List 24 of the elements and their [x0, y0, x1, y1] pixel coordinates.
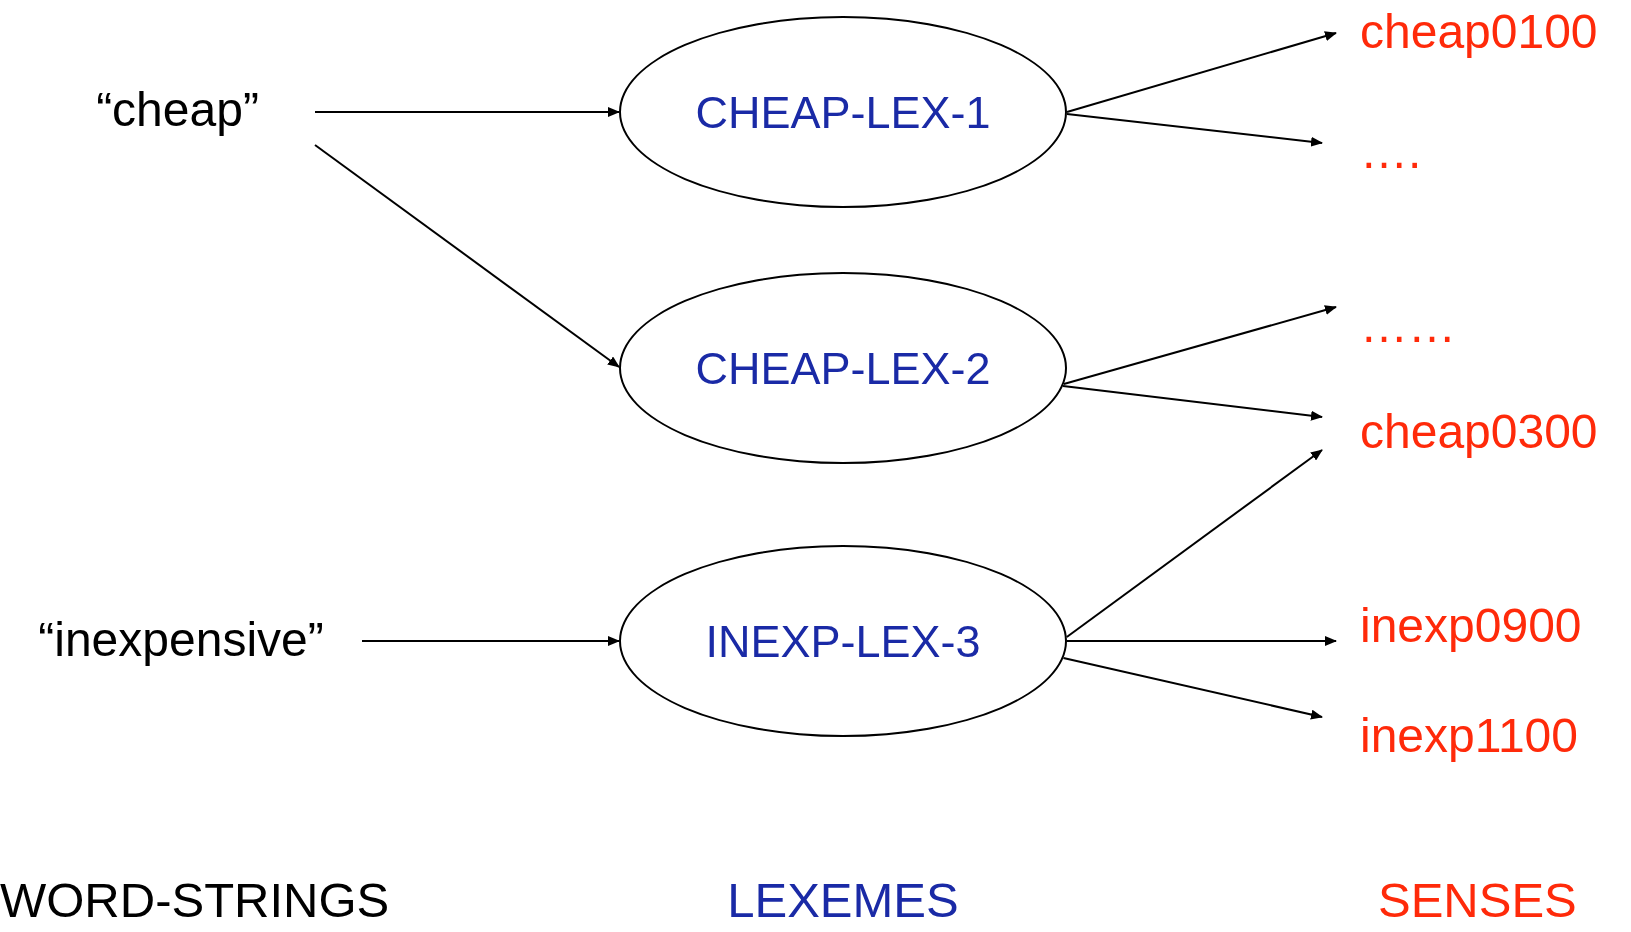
arrow	[1062, 305, 1337, 385]
arrow	[1062, 385, 1323, 421]
column-heading: LEXEMES	[727, 874, 959, 928]
arrow	[1065, 113, 1323, 147]
word-string: “inexpensive”	[0, 610, 362, 670]
arrow	[314, 144, 620, 368]
sense-label: ……	[1336, 296, 1476, 356]
arrow	[1066, 31, 1337, 113]
sense-label: inexp1100	[1322, 706, 1631, 766]
arrow	[314, 107, 620, 117]
lexeme-ellipse: CHEAP-LEX-2	[619, 272, 1067, 464]
sense-label: cheap0300	[1322, 402, 1631, 462]
sense-label: cheap0100	[1336, 2, 1631, 62]
column-heading: SENSES	[1378, 874, 1577, 928]
lexeme-ellipse: CHEAP-LEX-1	[619, 16, 1067, 208]
word-string: “cheap”	[40, 80, 315, 140]
sense-label: ….	[1322, 122, 1442, 182]
column-heading: WORD-STRINGS	[0, 874, 390, 928]
arrow	[361, 636, 620, 646]
sense-label: inexp0900	[1336, 596, 1631, 656]
arrow	[1065, 449, 1323, 638]
lexeme-ellipse: INEXP-LEX-3	[619, 545, 1067, 737]
arrow	[1066, 636, 1337, 646]
arrow	[1062, 657, 1323, 720]
